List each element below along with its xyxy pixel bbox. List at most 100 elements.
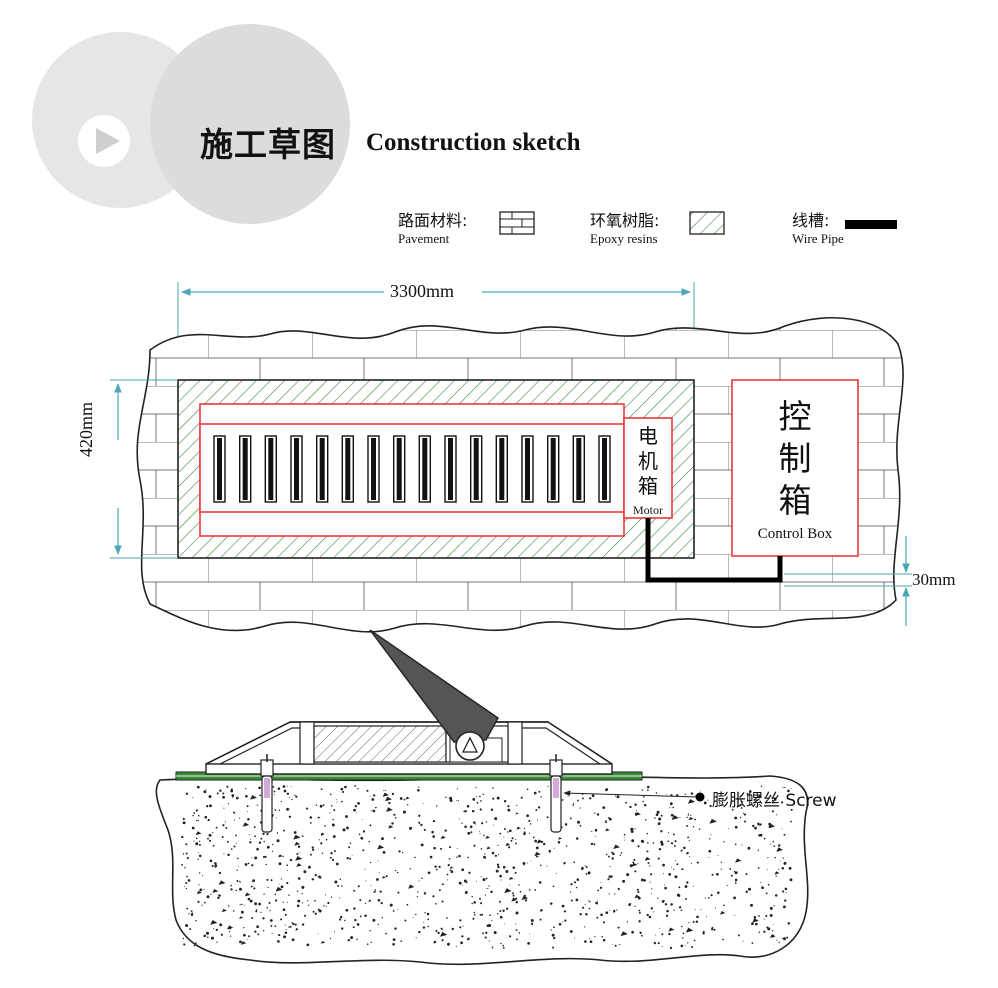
concrete-speck bbox=[723, 841, 725, 843]
concrete-speck bbox=[710, 834, 712, 836]
concrete-speck bbox=[695, 920, 699, 923]
concrete-speck bbox=[648, 915, 652, 919]
concrete-speck bbox=[713, 928, 716, 931]
concrete-speck bbox=[324, 894, 326, 896]
concrete-aggregate bbox=[505, 842, 511, 847]
concrete-speck bbox=[584, 940, 587, 943]
concrete-speck bbox=[378, 871, 380, 873]
concrete-speck bbox=[744, 820, 746, 823]
concrete-speck bbox=[676, 863, 679, 866]
concrete-speck bbox=[285, 929, 287, 931]
concrete-speck bbox=[186, 857, 189, 860]
concrete-speck bbox=[243, 926, 245, 929]
concrete-speck bbox=[233, 812, 236, 814]
concrete-speck bbox=[441, 900, 444, 903]
concrete-speck bbox=[634, 828, 636, 830]
concrete-speck bbox=[681, 925, 683, 928]
concrete-speck bbox=[658, 817, 662, 821]
concrete-speck bbox=[585, 866, 588, 868]
concrete-speck bbox=[447, 864, 450, 867]
concrete-speck bbox=[479, 833, 481, 835]
concrete-speck bbox=[458, 881, 462, 885]
concrete-speck bbox=[510, 839, 513, 842]
concrete-speck bbox=[404, 919, 407, 922]
concrete-speck bbox=[377, 923, 379, 926]
concrete-speck bbox=[239, 887, 242, 891]
concrete-speck bbox=[471, 809, 475, 813]
concrete-speck bbox=[499, 910, 502, 913]
concrete-speck bbox=[186, 875, 188, 878]
concrete-speck bbox=[195, 809, 198, 812]
concrete-speck bbox=[637, 890, 640, 894]
concrete-speck bbox=[332, 818, 334, 821]
concrete-speck bbox=[211, 936, 214, 940]
concrete-speck bbox=[602, 921, 605, 924]
concrete-speck bbox=[790, 787, 792, 789]
concrete-speck bbox=[723, 904, 725, 907]
concrete-aggregate bbox=[295, 856, 303, 861]
concrete-speck bbox=[778, 941, 780, 944]
concrete-speck bbox=[388, 801, 391, 805]
wire-pipe bbox=[645, 518, 783, 583]
concrete-speck bbox=[455, 945, 457, 947]
concrete-speck bbox=[198, 852, 200, 854]
concrete-speck bbox=[515, 911, 519, 915]
concrete-speck bbox=[456, 848, 458, 850]
concrete-speck bbox=[595, 901, 599, 905]
concrete-speck bbox=[741, 844, 743, 846]
concrete-speck bbox=[366, 789, 369, 792]
concrete-speck bbox=[776, 939, 778, 941]
concrete-speck bbox=[494, 854, 498, 857]
concrete-aggregate bbox=[769, 934, 776, 938]
concrete-speck bbox=[330, 805, 333, 807]
concrete-speck bbox=[433, 846, 436, 850]
concrete-speck bbox=[204, 901, 206, 904]
concrete-speck bbox=[273, 790, 276, 793]
concrete-speck bbox=[666, 793, 668, 795]
concrete-speck bbox=[491, 920, 493, 922]
concrete-speck bbox=[684, 885, 688, 888]
concrete-aggregate bbox=[516, 826, 521, 830]
concrete-speck bbox=[310, 853, 312, 856]
concrete-aggregate bbox=[768, 823, 776, 829]
concrete-speck bbox=[222, 795, 225, 799]
concrete-speck bbox=[781, 801, 784, 804]
concrete-speck bbox=[436, 805, 438, 807]
concrete-speck bbox=[634, 870, 637, 873]
concrete-speck bbox=[608, 875, 611, 878]
concrete-speck bbox=[206, 895, 210, 899]
concrete-speck bbox=[182, 817, 185, 821]
concrete-speck bbox=[186, 907, 189, 910]
concrete-speck bbox=[464, 825, 467, 828]
concrete-speck bbox=[503, 799, 507, 803]
concrete-speck bbox=[650, 893, 652, 895]
concrete-speck bbox=[265, 863, 267, 866]
concrete-speck bbox=[661, 900, 665, 903]
concrete-speck bbox=[485, 821, 488, 823]
legend-epoxy-cn: 环氧树脂: bbox=[590, 211, 660, 230]
concrete-speck bbox=[262, 930, 265, 932]
concrete-aggregate bbox=[735, 858, 742, 863]
concrete-speck bbox=[642, 800, 644, 803]
concrete-speck bbox=[771, 930, 774, 932]
concrete-speck bbox=[249, 834, 251, 836]
legend-pavement-cn: 路面材料: bbox=[398, 211, 468, 230]
concrete-speck bbox=[250, 838, 252, 840]
channel-grate bbox=[199, 423, 625, 513]
concrete-speck bbox=[549, 852, 551, 854]
concrete-speck bbox=[612, 944, 613, 946]
concrete-speck bbox=[743, 813, 747, 816]
concrete-speck bbox=[589, 797, 592, 800]
concrete-speck bbox=[488, 885, 490, 887]
concrete-speck bbox=[754, 826, 757, 830]
concrete-speck bbox=[476, 801, 479, 804]
concrete-speck bbox=[542, 842, 546, 846]
concrete-speck bbox=[655, 934, 657, 936]
wire-pipe-swatch bbox=[845, 220, 897, 229]
concrete-speck bbox=[637, 845, 640, 848]
concrete-speck bbox=[344, 785, 347, 789]
concrete-aggregate bbox=[218, 880, 226, 885]
concrete-speck bbox=[526, 862, 528, 864]
concrete-speck bbox=[456, 856, 458, 858]
concrete-speck bbox=[678, 906, 682, 909]
